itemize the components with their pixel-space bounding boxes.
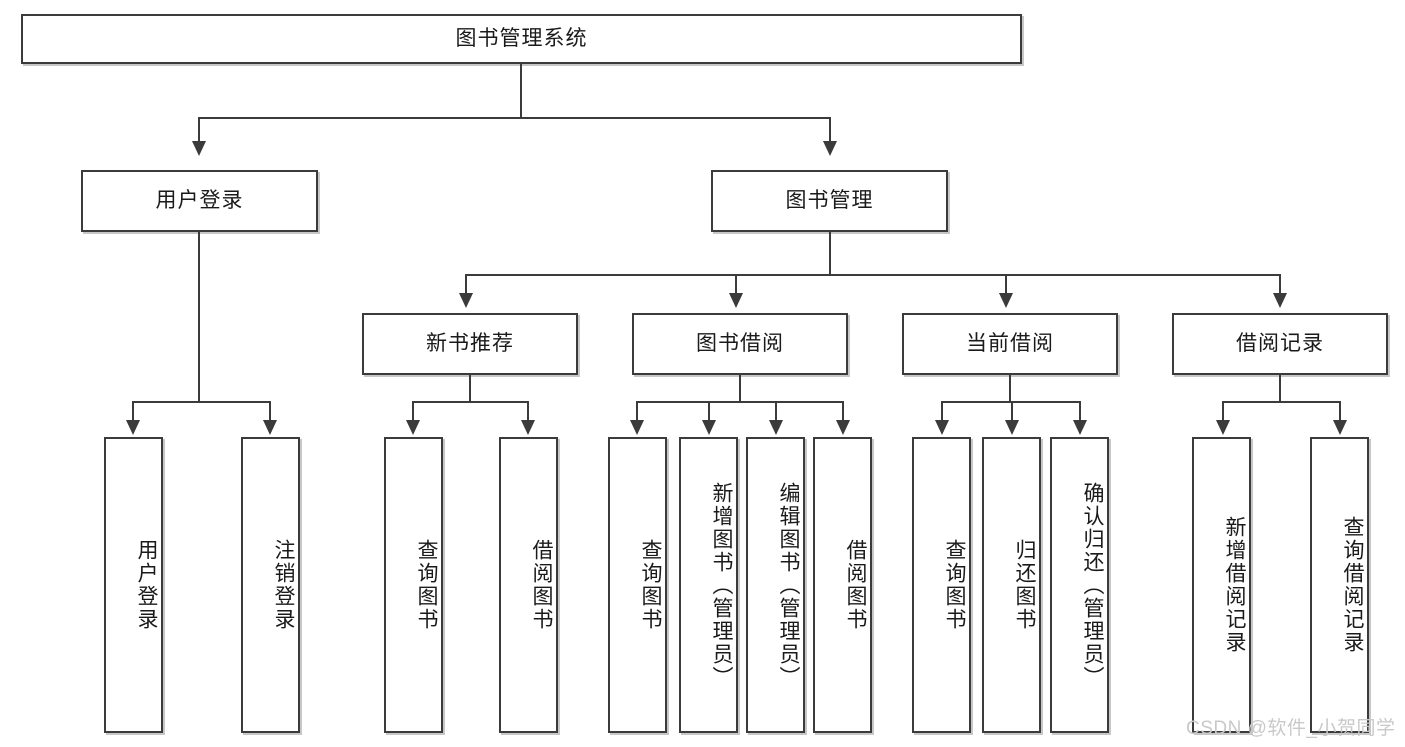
connector-user-login-stem <box>198 232 200 401</box>
connector-borrow-record-bus <box>1222 401 1339 403</box>
node-label: 新增借阅记录 <box>1223 516 1246 654</box>
connector-root-to-book-management <box>829 117 831 145</box>
node-label: 新书推荐 <box>426 332 514 356</box>
connector-bb-to-leaf-1 <box>636 401 638 423</box>
node-label: 当前借阅 <box>966 332 1054 356</box>
node-new-book-recommend[interactable]: 新书推荐 <box>362 313 578 375</box>
node-label: 新增图书（管理员） <box>710 481 733 689</box>
connector-cb-to-leaf-1 <box>941 401 943 423</box>
node-label: 借阅图书 <box>844 539 867 631</box>
node-label: 用户登录 <box>155 189 244 213</box>
connector-book-management-bus <box>465 274 1279 276</box>
node-user-login[interactable]: 用户登录 <box>81 170 318 232</box>
connector-new-book-stem <box>469 375 471 401</box>
node-label: 用户登录 <box>135 539 158 631</box>
leaf-logout[interactable]: 注销登录 <box>241 437 300 733</box>
leaf-confirm-return-admin[interactable]: 确认归还（管理员） <box>1050 437 1109 733</box>
connector-user-login-bus <box>132 401 269 403</box>
arrow-to-user-login <box>192 141 206 156</box>
node-current-borrow[interactable]: 当前借阅 <box>902 313 1118 375</box>
leaf-return-book[interactable]: 归还图书 <box>982 437 1041 733</box>
connector-book-borrow-bus <box>636 401 843 403</box>
node-label: 图书管理系统 <box>455 27 588 51</box>
node-label: 查询借阅记录 <box>1341 516 1364 654</box>
arrow-to-borrow-record <box>1273 293 1287 308</box>
leaf-user-login[interactable]: 用户登录 <box>104 437 163 733</box>
connector-bm-to-current-borrow <box>1005 274 1007 296</box>
arrow-to-leaf-return-book <box>1005 420 1019 435</box>
leaf-borrow-book[interactable]: 借阅图书 <box>813 437 872 733</box>
node-label: 注销登录 <box>272 539 295 631</box>
leaf-query-book-borrow[interactable]: 查询图书 <box>608 437 667 733</box>
arrow-to-leaf-add-book <box>702 420 716 435</box>
arrow-to-leaf-query-borrow-record <box>1333 420 1347 435</box>
node-label: 归还图书 <box>1013 539 1036 631</box>
arrow-to-leaf-logout <box>263 420 277 435</box>
arrow-to-leaf-query-book-nb <box>406 420 420 435</box>
connector-book-management-stem <box>829 232 831 274</box>
leaf-query-book-current[interactable]: 查询图书 <box>912 437 971 733</box>
arrow-to-leaf-user-login <box>126 420 140 435</box>
leaf-query-book-new-recommend[interactable]: 查询图书 <box>384 437 443 733</box>
arrow-to-new-book-recommend <box>459 293 473 308</box>
arrow-to-leaf-edit-book <box>769 420 783 435</box>
arrow-to-book-management <box>823 141 837 156</box>
leaf-add-book-admin[interactable]: 新增图书（管理员） <box>679 437 738 733</box>
node-label: 查询图书 <box>639 539 662 631</box>
connector-new-book-bus <box>412 401 527 403</box>
arrow-to-leaf-confirm-return <box>1073 420 1087 435</box>
node-book-management[interactable]: 图书管理 <box>711 170 948 232</box>
connector-bb-to-leaf-4 <box>842 401 844 423</box>
connector-cb-to-leaf-3 <box>1079 401 1081 423</box>
node-label: 编辑图书（管理员） <box>777 481 800 689</box>
connector-br-to-leaf-2 <box>1339 401 1341 423</box>
arrow-to-leaf-borrow-book-nb <box>521 420 535 435</box>
connector-bm-to-new-book <box>465 274 467 296</box>
arrow-to-leaf-query-book-cb <box>935 420 949 435</box>
watermark-text: CSDN @软件_小贺同学 <box>1186 718 1396 739</box>
node-label: 图书借阅 <box>696 332 784 356</box>
arrow-to-leaf-query-book-bb <box>630 420 644 435</box>
connector-bm-to-book-borrow <box>735 274 737 296</box>
connector-root-stem <box>520 64 522 117</box>
arrow-to-leaf-borrow-book-bb <box>836 420 850 435</box>
node-label: 借阅图书 <box>530 539 553 631</box>
connector-book-borrow-stem <box>739 375 741 401</box>
connector-borrow-record-stem <box>1279 375 1281 401</box>
connector-nb-to-leaf-1 <box>412 401 414 423</box>
connector-current-borrow-stem <box>1009 375 1011 401</box>
node-label: 查询图书 <box>415 539 438 631</box>
node-root-book-management-system[interactable]: 图书管理系统 <box>21 14 1022 64</box>
connector-nb-to-leaf-2 <box>527 401 529 423</box>
connector-cb-to-leaf-2 <box>1011 401 1013 423</box>
connector-bb-to-leaf-2 <box>708 401 710 423</box>
node-label: 确认归还（管理员） <box>1081 481 1104 689</box>
leaf-add-borrow-record[interactable]: 新增借阅记录 <box>1192 437 1251 733</box>
connector-br-to-leaf-1 <box>1222 401 1224 423</box>
arrow-to-leaf-add-borrow-record <box>1216 420 1230 435</box>
leaf-borrow-book-new-recommend[interactable]: 借阅图书 <box>499 437 558 733</box>
node-book-borrow[interactable]: 图书借阅 <box>632 313 848 375</box>
arrow-to-book-borrow <box>729 293 743 308</box>
connector-bm-to-borrow-record <box>1279 274 1281 296</box>
leaf-edit-book-admin[interactable]: 编辑图书（管理员） <box>746 437 805 733</box>
leaf-query-borrow-record[interactable]: 查询借阅记录 <box>1310 437 1369 733</box>
node-label: 图书管理 <box>785 189 874 213</box>
connector-user-login-to-leaf-2 <box>269 401 271 423</box>
connector-user-login-to-leaf-1 <box>132 401 134 423</box>
arrow-to-current-borrow <box>999 293 1013 308</box>
connector-root-bus <box>198 117 830 119</box>
node-label: 借阅记录 <box>1236 332 1324 356</box>
connector-root-to-user-login <box>198 117 200 145</box>
node-borrow-record[interactable]: 借阅记录 <box>1172 313 1388 375</box>
node-label: 查询图书 <box>943 539 966 631</box>
connector-bb-to-leaf-3 <box>775 401 777 423</box>
